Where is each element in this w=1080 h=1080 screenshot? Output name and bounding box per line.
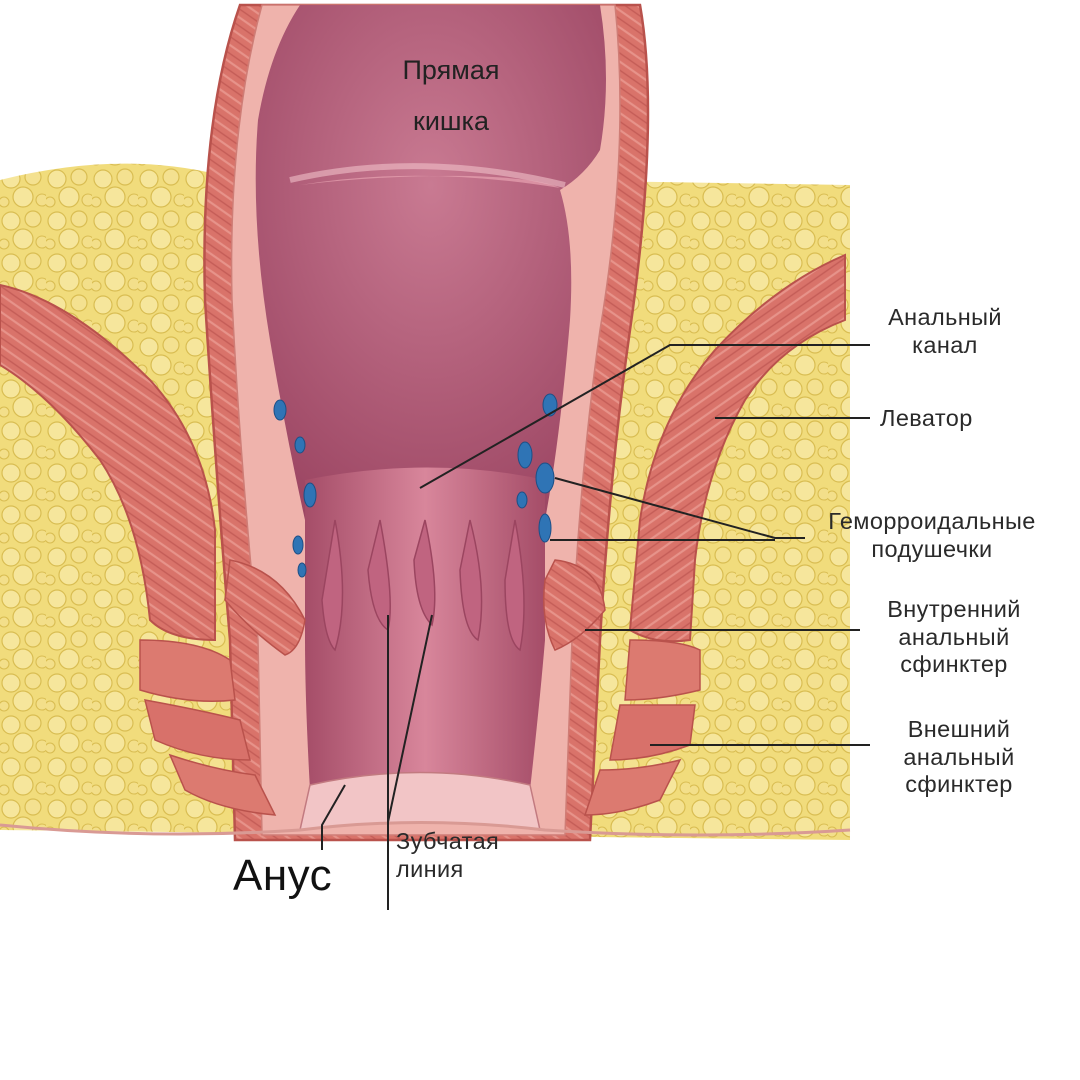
label-dentate-line: Зубчатая линия	[396, 828, 500, 882]
label-internal-sphincter: Внутренний анальный сфинктер	[887, 596, 1021, 678]
label-anal-canal: Анальный канал	[888, 304, 1002, 358]
leader-anal-canal	[419, 344, 870, 489]
label-levator: Леватор	[880, 405, 973, 431]
leader-dentate-line-2	[387, 614, 433, 823]
leader-hemorrhoidal-cushions	[554, 477, 805, 539]
label-rectum: Прямая кишка	[402, 55, 500, 137]
leader-anus	[321, 784, 346, 850]
label-external-sphincter: Внешний анальный сфинктер	[903, 716, 1015, 798]
label-hemorrhoidal-cushions: Геморроидальные подушечки	[828, 508, 1036, 562]
label-anus: Анус	[233, 851, 333, 900]
